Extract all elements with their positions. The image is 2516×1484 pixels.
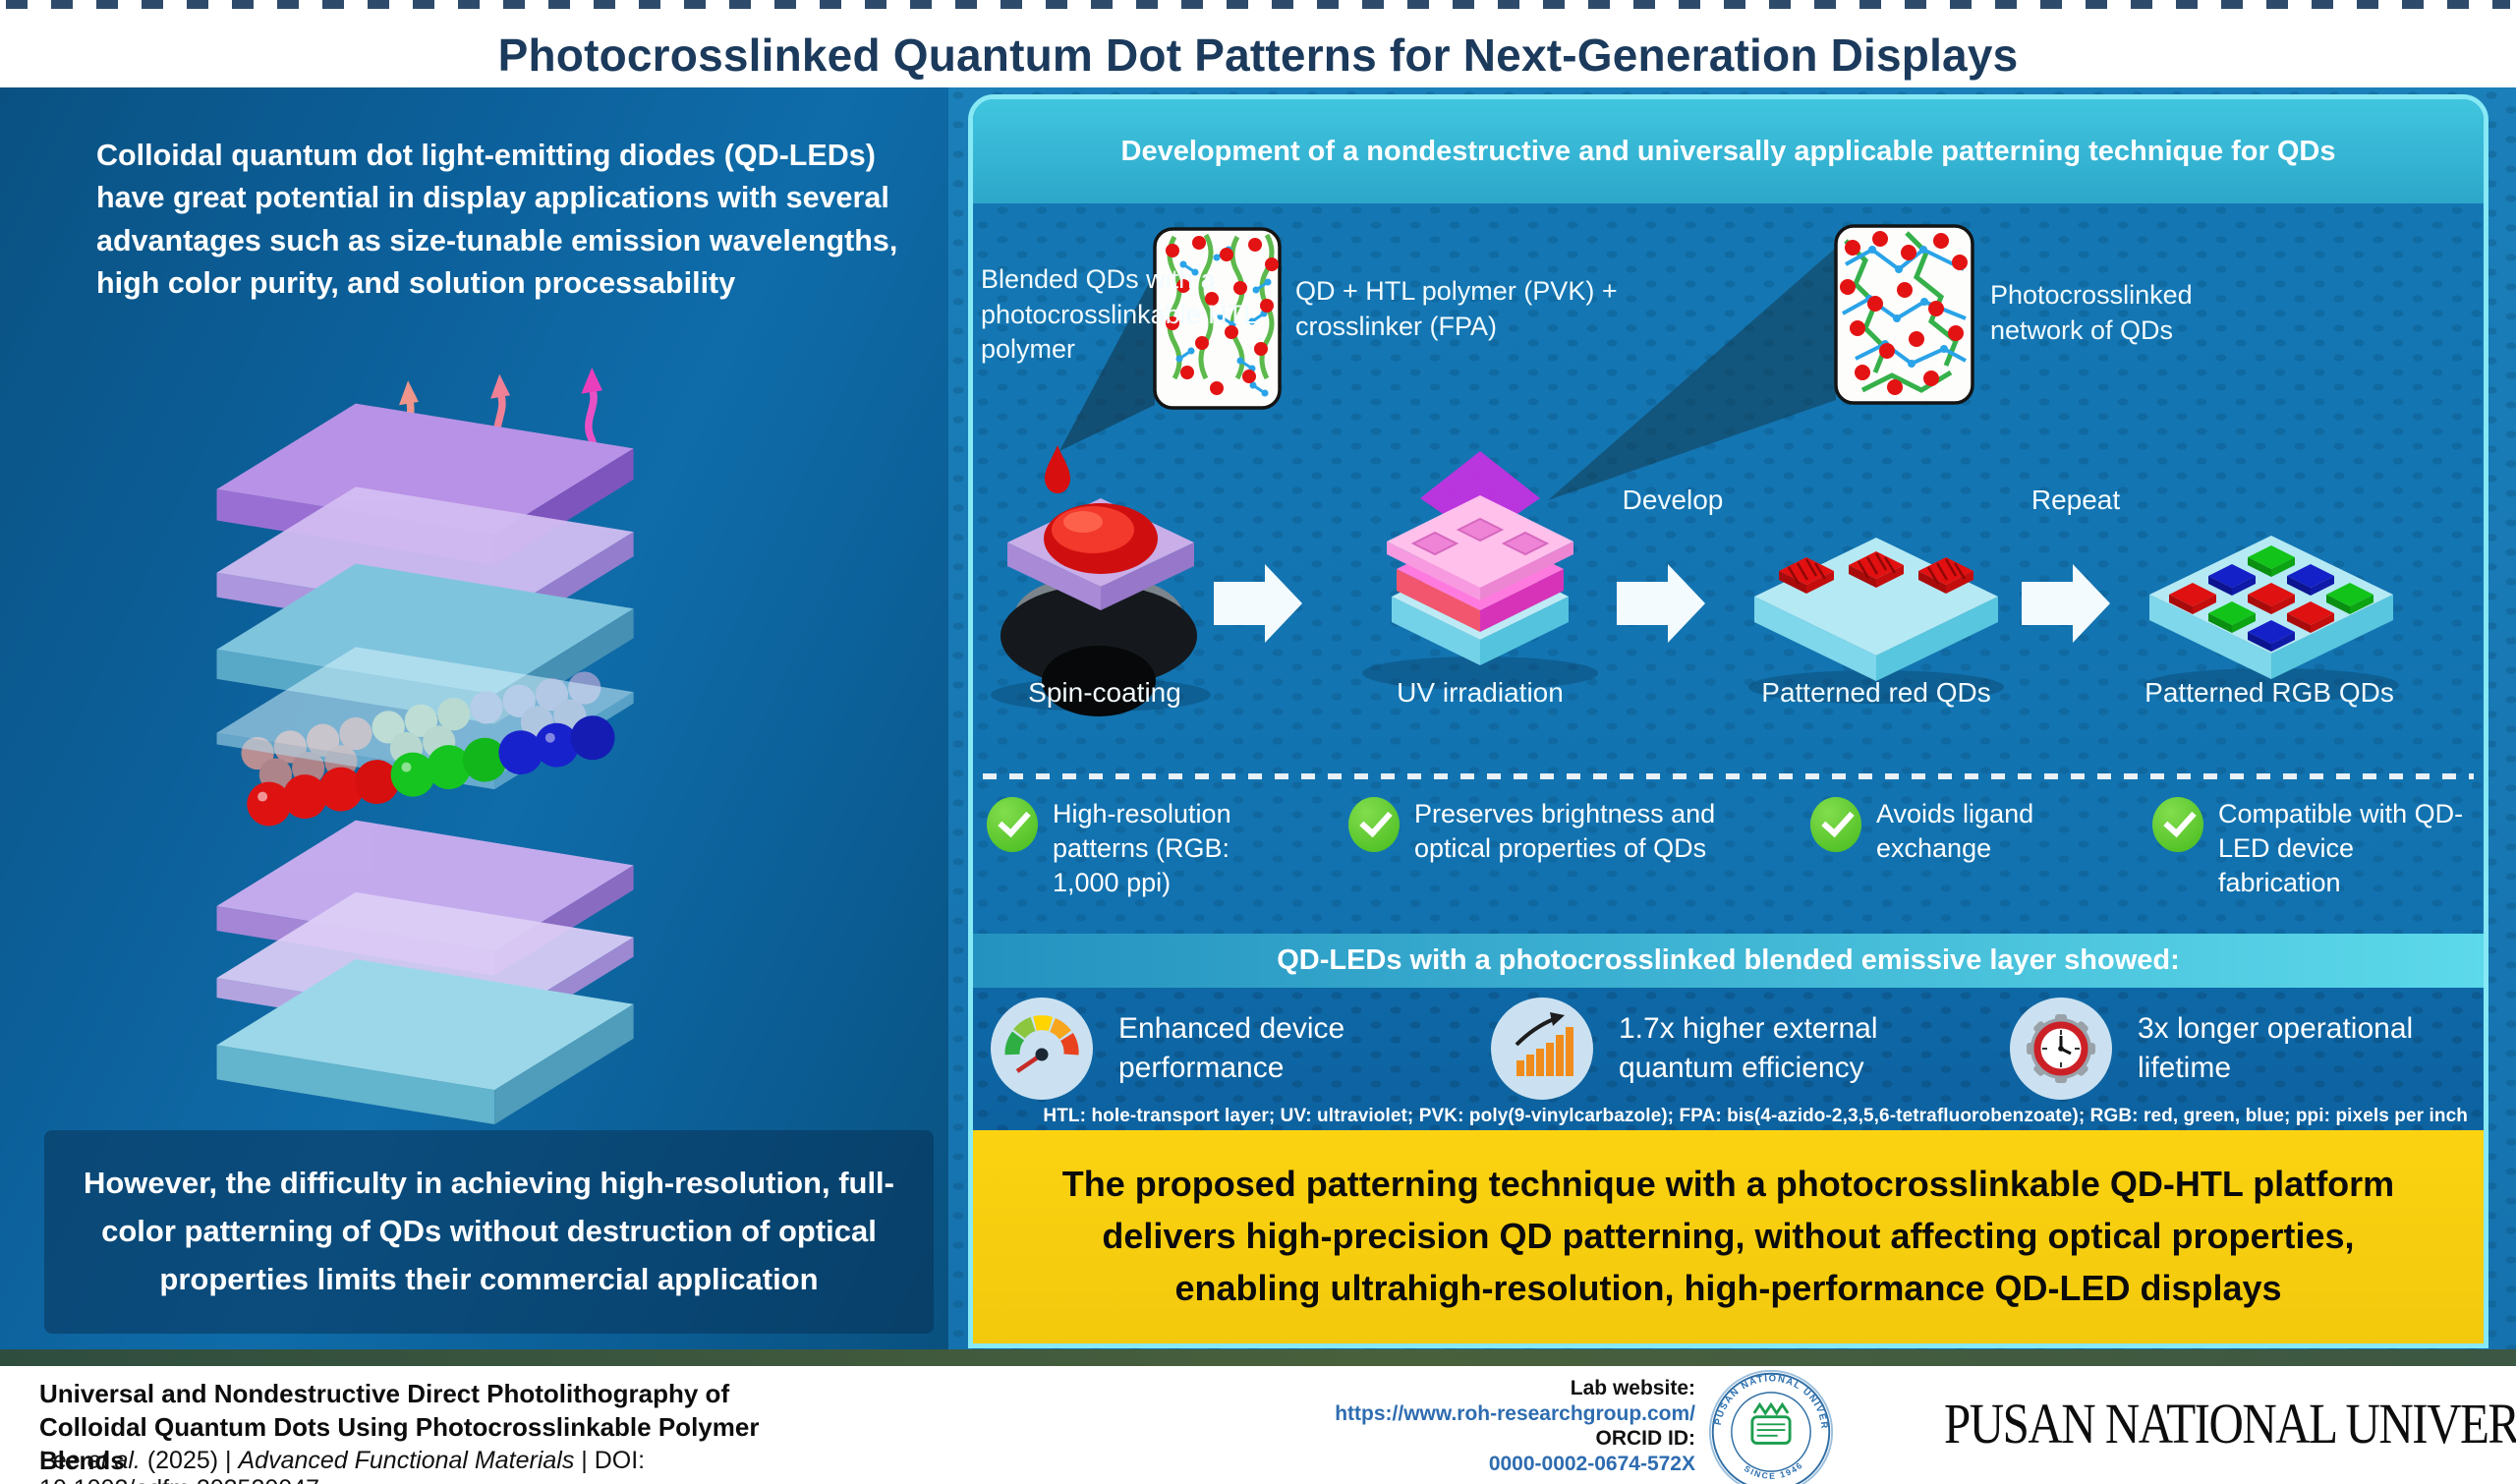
intro-paragraph: Colloidal quantum dot light-emitting dio… xyxy=(96,139,898,300)
rgb-pixel-blocks xyxy=(2169,545,2373,652)
university-wordmark: PUSAN NATIONAL UNIVERSITY xyxy=(1944,1392,2516,1455)
qdled-stack-svg xyxy=(216,367,634,1125)
benefit-item: High-resolution patterns (RGB: 1,000 ppi… xyxy=(987,797,1288,900)
step-uv-irradiation xyxy=(1362,451,1598,690)
step-label-uv-irradiation: UV irradiation xyxy=(1397,677,1564,708)
step-label-spin-coating: Spin-coating xyxy=(1028,677,1181,708)
benefit-item: Preserves brightness and optical propert… xyxy=(1348,797,1744,866)
label-repeat: Repeat xyxy=(2030,485,2121,515)
left-panel: Colloidal quantum dot light-emitting dio… xyxy=(0,87,948,1349)
citation-authors: Lee xyxy=(39,1447,87,1474)
pnu-seal: PUSAN NATIONAL UNIVERSITY SINCE 1946 xyxy=(1703,1360,1835,1484)
bottom-divider-strip xyxy=(0,1349,2516,1366)
process-flow-svg xyxy=(991,224,2399,716)
page-title: Photocrosslinked Quantum Dot Patterns fo… xyxy=(497,29,2019,81)
result-text: 3x longer operational lifetime xyxy=(2138,1012,2414,1084)
benefit-text: Avoids ligand exchange xyxy=(1876,799,2034,864)
flow-arrow-repeat xyxy=(2022,564,2110,643)
check-icon xyxy=(2152,797,2203,852)
dashed-divider xyxy=(983,773,2474,779)
links-block: Lab website: https://www.roh-researchgro… xyxy=(1317,1376,1695,1476)
layer-substrate xyxy=(216,959,634,1125)
qd-front-row xyxy=(247,715,615,827)
results-banner: QD-LEDs with a photocrosslinked blended … xyxy=(973,934,2484,988)
abbreviations-footnote: HTL: hole-transport layer; UV: ultraviol… xyxy=(1043,1106,2468,1126)
process-flow: Blended QDs with a photocrosslinkable HT… xyxy=(973,203,2484,773)
pnu-seal-svg: PUSAN NATIONAL UNIVERSITY SINCE 1946 xyxy=(1703,1360,1834,1484)
step-patterned-red xyxy=(1748,538,2004,704)
benefit-text: Preserves brightness and optical propert… xyxy=(1414,799,1716,864)
flow-arrow-1 xyxy=(1214,564,1302,643)
inset-blended-qds xyxy=(1153,227,1282,410)
bar-chart-icon xyxy=(1491,998,1593,1100)
paper-title: Universal and Nondestructive Direct Phot… xyxy=(39,1379,760,1475)
top-crop-artifact xyxy=(6,0,2510,9)
title-band: Photocrosslinked Quantum Dot Patterns fo… xyxy=(0,9,2516,87)
orcid-label: ORCID ID: xyxy=(1595,1427,1696,1450)
zoom-cone-2 xyxy=(1548,248,1836,500)
results-banner-text: QD-LEDs with a photocrosslinked blended … xyxy=(1277,944,2180,976)
check-icon xyxy=(1810,797,1861,852)
result-item: 3x longer operational lifetime xyxy=(2010,998,2472,1100)
seal-emblem xyxy=(1750,1401,1792,1445)
result-text: 1.7x higher external quantum efficiency xyxy=(1619,1012,1878,1084)
lab-website-label: Lab website: xyxy=(1570,1377,1695,1399)
journal-name: Advanced Functional Materials xyxy=(238,1447,575,1474)
check-icon xyxy=(987,797,1038,852)
result-item: Enhanced device performance xyxy=(991,998,1384,1100)
inset-crosslinked-network xyxy=(1834,224,1974,405)
flow-arrow-develop xyxy=(1617,564,1705,643)
red-pixel-blocks xyxy=(1779,551,1973,594)
result-item: 1.7x higher external quantum efficiency xyxy=(1491,998,1943,1100)
problem-text: However, the difficulty in achieving hig… xyxy=(83,1166,894,1296)
orcid-link[interactable]: 0000-0002-0674-572X xyxy=(1488,1452,1695,1475)
droplet-icon xyxy=(1045,445,1070,493)
benefit-item: Compatible with QD-LED device fabricatio… xyxy=(2152,797,2464,900)
problem-box: However, the difficulty in achieving hig… xyxy=(44,1130,934,1334)
results-strip: Enhanced device performance 1.7x higher xyxy=(973,988,2484,1130)
benefit-item: Avoids ligand exchange xyxy=(1810,797,2092,866)
label-network: Photocrosslinked network of QDs xyxy=(1990,280,2193,345)
benefit-text: High-resolution patterns (RGB: 1,000 ppi… xyxy=(1053,799,1231,898)
step-label-patterned-red: Patterned red QDs xyxy=(1761,677,1991,708)
label-blended-qds: Blended QDs with a photocrosslinkable HT… xyxy=(981,264,1258,365)
zoom-cone-1 xyxy=(1059,272,1155,451)
step-label-patterned-rgb: Patterned RGB QDs xyxy=(2144,677,2394,708)
gauge-icon xyxy=(991,998,1093,1100)
step-patterned-rgb xyxy=(2144,536,2399,702)
benefit-text: Compatible with QD-LED device fabricatio… xyxy=(2218,799,2464,898)
right-region: Development of a nondestructive and univ… xyxy=(948,87,2516,1349)
footer: Universal and Nondestructive Direct Phot… xyxy=(0,1360,2516,1484)
technique-panel: Development of a nondestructive and univ… xyxy=(968,94,2488,1348)
doi: | DOI: 10.1002/adfm.202520047 xyxy=(39,1447,646,1484)
citation: Lee et al. (2025) | Advanced Functional … xyxy=(39,1447,924,1484)
result-text: Enhanced device performance xyxy=(1118,1012,1345,1084)
gear-clock-icon xyxy=(2010,998,2112,1100)
panel-header-text: Development of a nondestructive and univ… xyxy=(1120,135,2336,167)
step-spin-coating xyxy=(991,498,1211,716)
panel-header: Development of a nondestructive and univ… xyxy=(973,99,2484,203)
conclusion-text: The proposed patterning technique with a… xyxy=(1061,1164,2395,1308)
qdled-stack-illustration xyxy=(147,363,776,1139)
conclusion-box: The proposed patterning technique with a… xyxy=(973,1130,2484,1343)
label-develop: Develop xyxy=(1622,485,1724,515)
label-qd-htl-mix: QD + HTL polymer (PVK) + crosslinker (FP… xyxy=(1295,276,1618,341)
check-icon xyxy=(1348,797,1400,852)
benefits-row: High-resolution patterns (RGB: 1,000 ppi… xyxy=(973,773,2484,934)
lab-website-link[interactable]: https://www.roh-researchgroup.com/ xyxy=(1335,1401,1695,1425)
